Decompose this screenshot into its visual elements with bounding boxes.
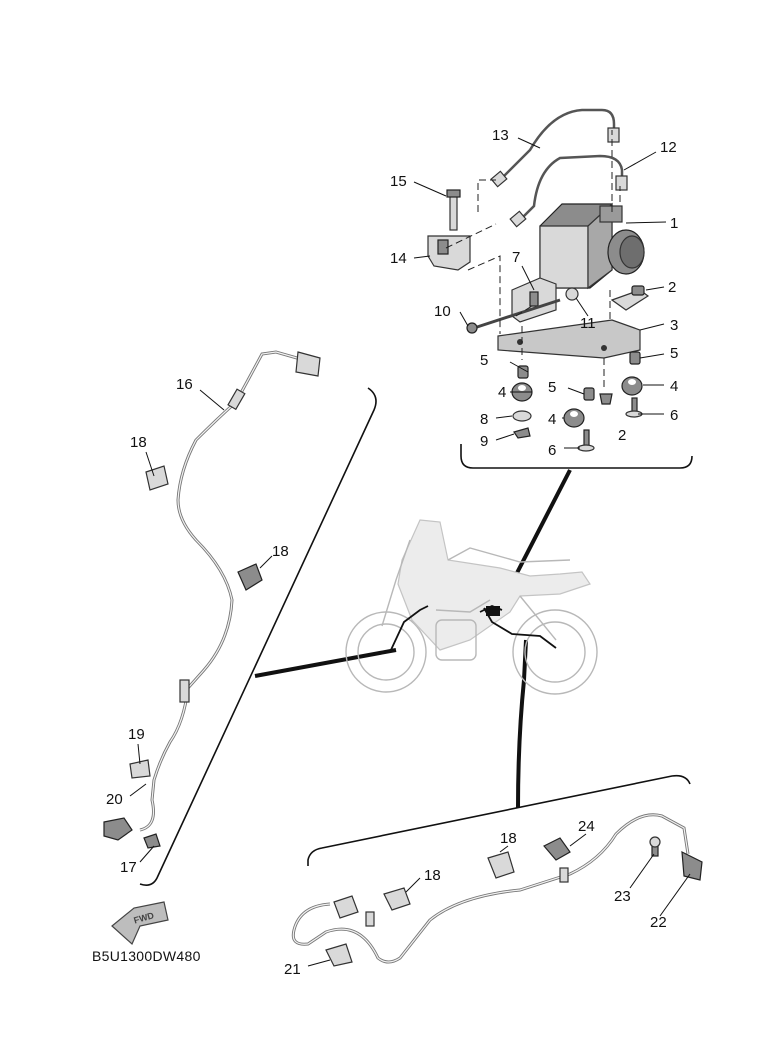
callout-19: 19 xyxy=(128,726,145,743)
callout-21: 21 xyxy=(284,961,301,978)
callout-15: 15 xyxy=(390,173,407,190)
callout-4-right: 4 xyxy=(670,378,678,395)
callout-1: 1 xyxy=(670,215,678,232)
brake-pipe-12 xyxy=(509,154,628,228)
callout-6-right: 6 xyxy=(670,407,678,424)
callout-9: 9 xyxy=(480,433,488,450)
callout-3: 3 xyxy=(670,317,678,334)
callout-23: 23 xyxy=(614,888,631,905)
bracket-14 xyxy=(427,189,471,271)
callout-18-left-mid: 18 xyxy=(272,543,289,560)
abs-hydraulic-unit xyxy=(539,202,645,290)
fwd-arrow-icon: FWD xyxy=(111,901,169,945)
drawing-code: B5U1300DW480 xyxy=(92,948,201,964)
callout-18-bottom: 18 xyxy=(500,830,517,847)
brake-pipe-13 xyxy=(490,108,620,188)
callout-5-right: 5 xyxy=(670,345,678,362)
clamp-18-left xyxy=(143,465,263,849)
callout-5-left: 5 xyxy=(480,352,488,369)
callout-16: 16 xyxy=(176,376,193,393)
small-hardware xyxy=(511,285,645,452)
callout-18-left-top: 18 xyxy=(130,434,147,451)
callout-8: 8 xyxy=(480,411,488,428)
callout-24: 24 xyxy=(578,818,595,835)
front-sensor-lead-16 xyxy=(103,350,321,841)
callout-10: 10 xyxy=(434,303,451,320)
assembly-dash-lines xyxy=(445,130,621,388)
rear-sensor-lead xyxy=(291,813,703,964)
motorcycle-overview xyxy=(345,519,598,695)
callout-20: 20 xyxy=(106,791,123,808)
callout-14: 14 xyxy=(390,250,407,267)
front-sensor-panel xyxy=(139,387,397,886)
callout-2-mid: 2 xyxy=(618,427,626,444)
leader-lines xyxy=(129,137,691,967)
callout-13: 13 xyxy=(492,127,509,144)
callout-4-left: 4 xyxy=(498,384,506,401)
callout-6-mid: 6 xyxy=(548,442,556,459)
callout-11: 11 xyxy=(580,315,596,332)
callout-4-mid: 4 xyxy=(548,411,556,428)
callout-2-top: 2 xyxy=(668,279,676,296)
callout-12: 12 xyxy=(660,139,677,156)
callout-22: 22 xyxy=(650,914,667,931)
bolt-10 xyxy=(466,287,579,334)
bracket-7 xyxy=(511,277,557,323)
callout-17: 17 xyxy=(120,859,137,876)
clamp-parts-bottom xyxy=(325,836,661,967)
callout-5-mid: 5 xyxy=(548,379,556,396)
callout-labels: 1 2 2 3 4 4 4 5 5 5 6 6 7 8 9 10 11 12 1… xyxy=(106,127,678,978)
callout-18-bottom-left: 18 xyxy=(424,867,441,884)
rear-sensor-panel xyxy=(307,639,691,866)
callout-7: 7 xyxy=(512,249,520,266)
